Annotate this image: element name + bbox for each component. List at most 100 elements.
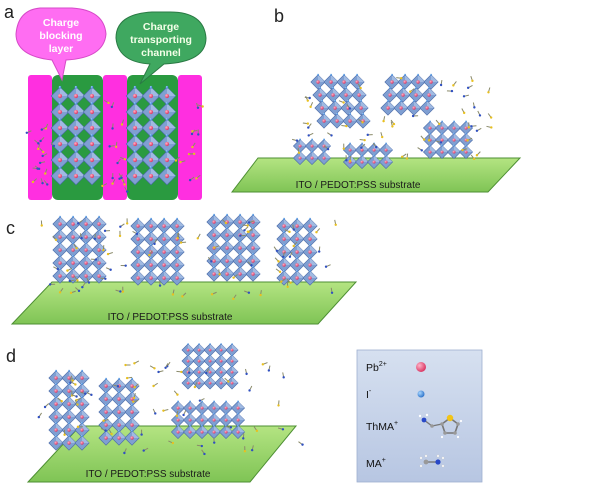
- organic-atom: [142, 449, 145, 452]
- octahedron-face: [232, 343, 239, 350]
- octahedron-face: [164, 218, 172, 226]
- pb-ion: [54, 402, 58, 406]
- organic-atom: [44, 172, 47, 175]
- iodide-ion: [231, 376, 233, 378]
- iodide-ion: [80, 434, 84, 437]
- organic-atom: [174, 159, 178, 162]
- pb-ion: [322, 156, 326, 160]
- iodide-ion: [429, 144, 431, 147]
- iodide-ion: [209, 354, 211, 356]
- octahedron-face: [386, 143, 393, 150]
- octahedron-face: [214, 413, 221, 420]
- octahedron-face: [226, 401, 233, 408]
- iodide-ion: [189, 400, 191, 403]
- octahedron-face: [73, 216, 81, 224]
- pb-ion: [97, 274, 101, 278]
- organic-atom: [108, 145, 111, 148]
- octahedron-face: [300, 139, 307, 146]
- iodide-ion: [323, 138, 325, 141]
- octahedron-face: [164, 270, 172, 278]
- pb-ion: [104, 436, 108, 440]
- octahedron-face: [297, 244, 305, 252]
- organic-atom: [93, 237, 97, 241]
- pb-ion: [219, 348, 223, 352]
- organic-atom: [107, 101, 110, 105]
- pb-ion: [236, 418, 240, 422]
- octahedron-face: [401, 100, 409, 108]
- iodide-ion: [136, 256, 140, 259]
- pb-ion: [212, 418, 216, 422]
- iodide-ion: [416, 73, 420, 76]
- octahedron-face: [106, 391, 114, 399]
- octahedron-face: [214, 214, 222, 222]
- organic-atom: [193, 385, 197, 389]
- iodide-ion: [385, 142, 387, 145]
- iodide-ion: [133, 149, 137, 153]
- iodide-ion: [74, 165, 78, 169]
- octahedron-face: [82, 370, 90, 378]
- octahedron-face: [60, 135, 69, 144]
- organic-atom: [196, 106, 200, 109]
- perovskite-crystal-group: [291, 73, 493, 170]
- octahedron-face: [199, 354, 206, 361]
- octahedron-face: [310, 244, 318, 252]
- organic-atom: [87, 281, 91, 284]
- iodide-ion: [80, 382, 84, 385]
- organic-atom: [472, 157, 476, 161]
- pb-ion: [132, 141, 138, 147]
- organic-atom: [90, 393, 93, 397]
- pb-ion: [225, 259, 229, 263]
- octahedron-face: [221, 343, 228, 350]
- octahedron-face: [167, 103, 176, 112]
- organic-atom: [76, 222, 80, 225]
- octahedron-face: [320, 87, 328, 95]
- iodide-ion: [295, 256, 299, 259]
- organic-atom: [243, 229, 246, 232]
- iodide-ion: [238, 213, 242, 216]
- pb-ion: [384, 148, 388, 152]
- legend-label-pb: Pb2+: [366, 361, 387, 374]
- iodide-ion: [220, 376, 222, 378]
- octahedron-face: [214, 401, 221, 408]
- octahedron-face: [284, 244, 292, 252]
- pb-ion: [308, 224, 312, 228]
- iodide-ion: [401, 86, 405, 89]
- octahedron-face: [60, 242, 68, 250]
- iodide-ion: [175, 230, 179, 233]
- pb-ion: [89, 157, 95, 163]
- octahedron-face: [73, 229, 81, 237]
- pb-ion: [162, 250, 166, 254]
- iodide-ion: [361, 142, 363, 145]
- pb-ion: [344, 93, 348, 97]
- pb-ion: [212, 406, 216, 410]
- octahedron-face: [214, 425, 221, 432]
- octahedron-face: [135, 151, 144, 160]
- octahedron-face: [214, 240, 222, 248]
- octahedron-face: [221, 365, 228, 372]
- pb-ion: [175, 250, 179, 254]
- pb-ion: [414, 93, 418, 97]
- organic-atom: [450, 89, 454, 93]
- organic-atom: [74, 383, 77, 386]
- iodide-ion: [165, 117, 169, 121]
- iodide-ion: [453, 120, 455, 123]
- iodide-ion: [149, 243, 153, 246]
- pb-ion: [282, 263, 286, 267]
- octahedron-face: [86, 216, 94, 224]
- organic-atom: [111, 182, 114, 185]
- octahedron-face: [442, 145, 449, 152]
- pb-ion: [57, 173, 63, 179]
- iodide-ion: [149, 256, 153, 259]
- organic-atom: [195, 177, 198, 180]
- pb-ion: [104, 423, 108, 427]
- iodide-ion: [117, 377, 121, 380]
- panel-letter-d: d: [6, 346, 16, 366]
- organic-atom: [135, 232, 139, 236]
- pb-ion: [148, 141, 154, 147]
- octahedron-face: [177, 257, 185, 265]
- octahedron-face: [82, 409, 90, 417]
- pb-ion: [58, 222, 62, 226]
- organic-atom: [309, 105, 312, 109]
- organic-atom: [60, 399, 63, 403]
- organic-atom: [255, 429, 259, 433]
